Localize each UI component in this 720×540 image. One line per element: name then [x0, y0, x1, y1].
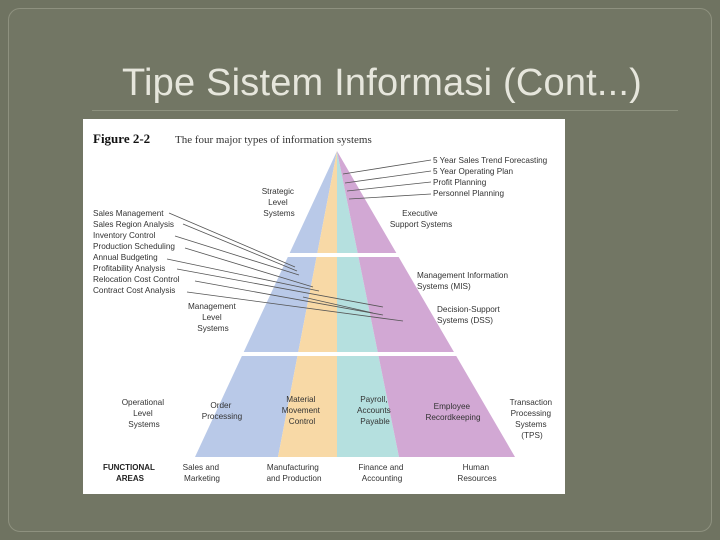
functional-area-hr: Human Resources: [457, 463, 496, 483]
divider-management: [183, 352, 523, 356]
management-leader-lines: [166, 212, 404, 322]
dss-label: Decision-Support Systems (DSS): [437, 305, 502, 325]
strategic-tasks-list: 5 Year Sales Trend Forecasting 5 Year Op…: [433, 156, 550, 198]
divider-strategic: [183, 253, 503, 257]
strategic-leader-lines: [342, 159, 432, 200]
payroll-label: Payroll, Accounts Payable: [357, 395, 393, 426]
tps-label: Transaction Processing Systems (TPS): [510, 398, 555, 440]
ess-label: Executive Support Systems: [390, 209, 452, 229]
title-underline: [92, 110, 678, 111]
section-manufacturing: [278, 151, 337, 457]
operational-level-label: Operational Level Systems: [122, 398, 167, 429]
management-level-label: Management Level Systems: [188, 302, 238, 333]
strategic-level-label: Strategic Level Systems: [262, 187, 297, 218]
section-human-resources: [337, 151, 515, 457]
material-movement-label: Material Movement Control: [282, 395, 323, 426]
functional-area-finance: Finance and Accounting: [358, 463, 405, 483]
figure-image: Figure 2-2 The four major types of infor…: [83, 119, 565, 494]
functional-areas-heading: FUNCTIONAL AREAS: [103, 463, 157, 483]
order-processing-label: Order Processing: [202, 401, 243, 421]
functional-area-manufacturing: Manufacturing and Production: [266, 463, 322, 483]
slide-title: Tipe Sistem Informasi (Cont...): [122, 62, 643, 104]
mis-label: Management Information Systems (MIS): [417, 271, 510, 291]
employee-recordkeeping-label: Employee Recordkeeping: [425, 402, 481, 422]
pyramid-diagram: Figure 2-2 The four major types of infor…: [93, 131, 555, 483]
figure-caption: The four major types of information syst…: [175, 134, 372, 146]
management-tasks-list: Sales Management Sales Region Analysis I…: [93, 209, 182, 295]
section-sales-marketing: [195, 151, 337, 457]
figure-label: Figure 2-2: [93, 131, 150, 146]
functional-area-sales: Sales and Marketing: [183, 463, 222, 483]
